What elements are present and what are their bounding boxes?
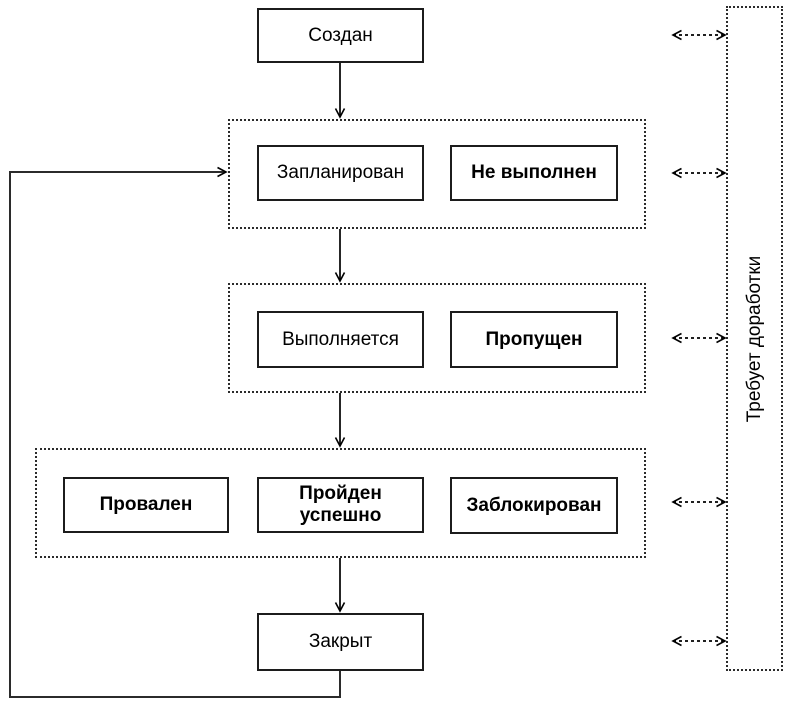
state-blocked: Заблокирован bbox=[450, 477, 618, 534]
state-created: Создан bbox=[257, 8, 424, 63]
state-skipped: Пропущен bbox=[450, 311, 618, 368]
rework-panel-label: Требует доработки bbox=[743, 255, 765, 422]
state-in-progress: Выполняется bbox=[257, 311, 424, 368]
rework-panel: Требует доработки bbox=[726, 6, 783, 671]
state-not-executed: Не выполнен bbox=[450, 145, 618, 201]
state-passed: Пройден успешно bbox=[257, 477, 424, 533]
state-planned: Запланирован bbox=[257, 145, 424, 201]
state-failed: Провален bbox=[63, 477, 229, 533]
state-closed: Закрыт bbox=[257, 613, 424, 671]
